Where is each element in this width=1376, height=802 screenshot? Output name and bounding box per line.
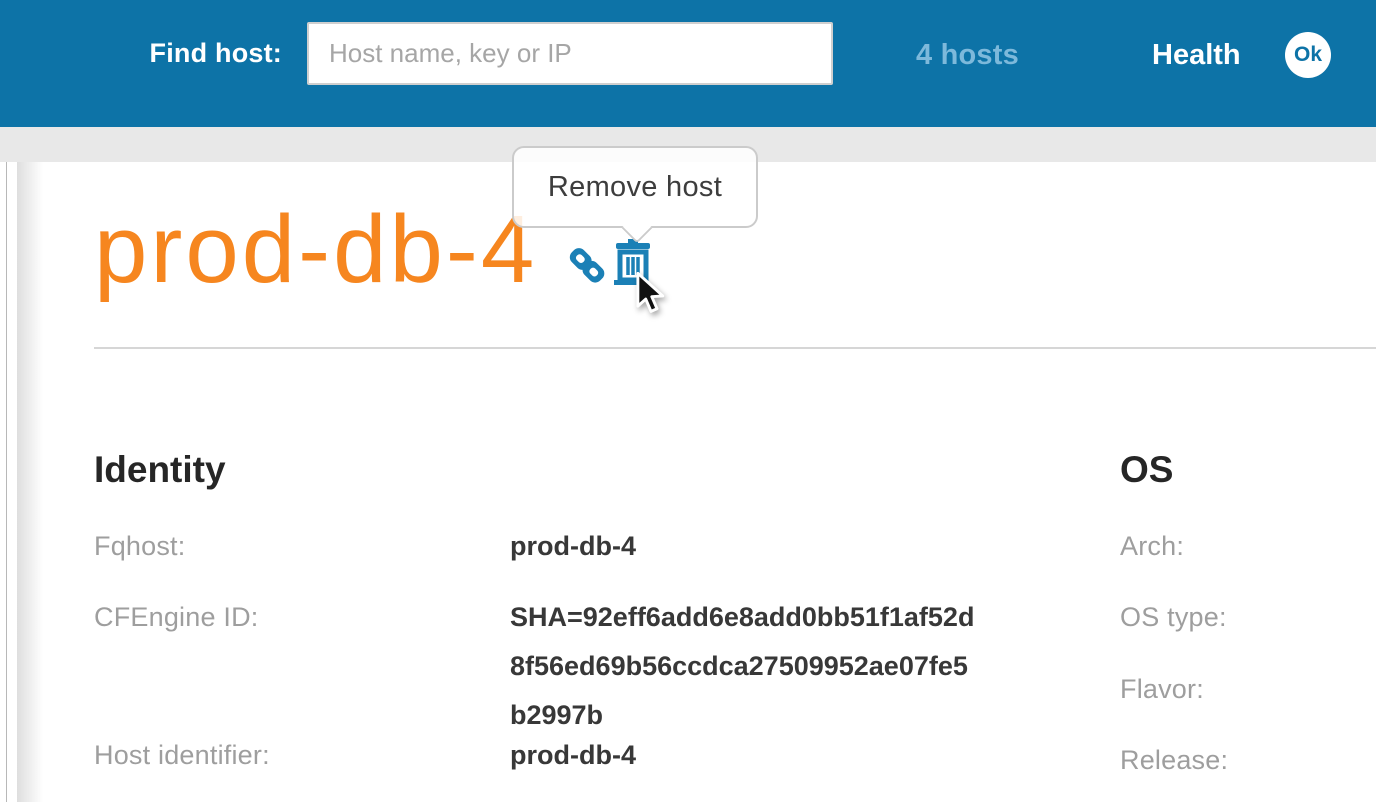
page-title: prod-db-4: [94, 196, 538, 303]
field-label: Release:: [1120, 745, 1229, 775]
field-label: Fqhost:: [94, 531, 186, 561]
health-status-badge[interactable]: Ok: [1285, 32, 1331, 78]
field-label: Flavor:: [1120, 674, 1204, 704]
os-row-release: Release:: [1120, 736, 1376, 785]
field-value: prod-db-4: [510, 740, 636, 770]
os-section: OS Arch: OS type: Flavor: Release:: [1120, 448, 1376, 802]
panel-left-shadow: [17, 162, 43, 802]
hosts-count-link[interactable]: 4 hosts: [916, 39, 1019, 71]
find-host-label: Find host:: [149, 38, 282, 68]
field-label: CFEngine ID:: [94, 602, 259, 632]
field-value: prod-db-4: [510, 531, 636, 561]
field-label: OS type:: [1120, 602, 1227, 632]
os-section-title: OS: [1120, 449, 1174, 490]
title-divider: [94, 347, 1376, 349]
remove-host-tooltip: Remove host: [512, 146, 758, 244]
os-row-os-type: OS type:: [1120, 593, 1376, 642]
os-row-flavor: Flavor:: [1120, 665, 1376, 714]
identity-section-title: Identity: [94, 449, 226, 490]
mouse-cursor-icon: [636, 272, 665, 313]
left-panel-divider: [6, 162, 7, 802]
link-icon: [569, 248, 605, 283]
health-label: Health: [1152, 39, 1241, 71]
tooltip-text: Remove host: [547, 170, 723, 203]
host-search-input[interactable]: [307, 22, 833, 85]
identity-row-fqhost: Fqhost: prod-db-4: [94, 522, 1054, 571]
os-row-arch: Arch:: [1120, 522, 1376, 571]
top-bar: Find host: 4 hosts Health Ok: [0, 0, 1376, 127]
field-label: Arch:: [1120, 531, 1185, 561]
field-label: Host identifier:: [94, 740, 270, 770]
field-value: SHA=92eff6add6e8add0bb51f1af52d8f56ed69b…: [510, 602, 975, 730]
identity-row-host-identifier: Host identifier: prod-db-4: [94, 731, 1054, 780]
health-status-text: Ok: [1293, 43, 1322, 66]
identity-row-cfengine-id: CFEngine ID: SHA=92eff6add6e8add0bb51f1a…: [94, 593, 1054, 740]
identity-section: Identity Fqhost: prod-db-4 CFEngine ID: …: [94, 448, 1054, 802]
copy-host-link-button[interactable]: [563, 243, 609, 287]
